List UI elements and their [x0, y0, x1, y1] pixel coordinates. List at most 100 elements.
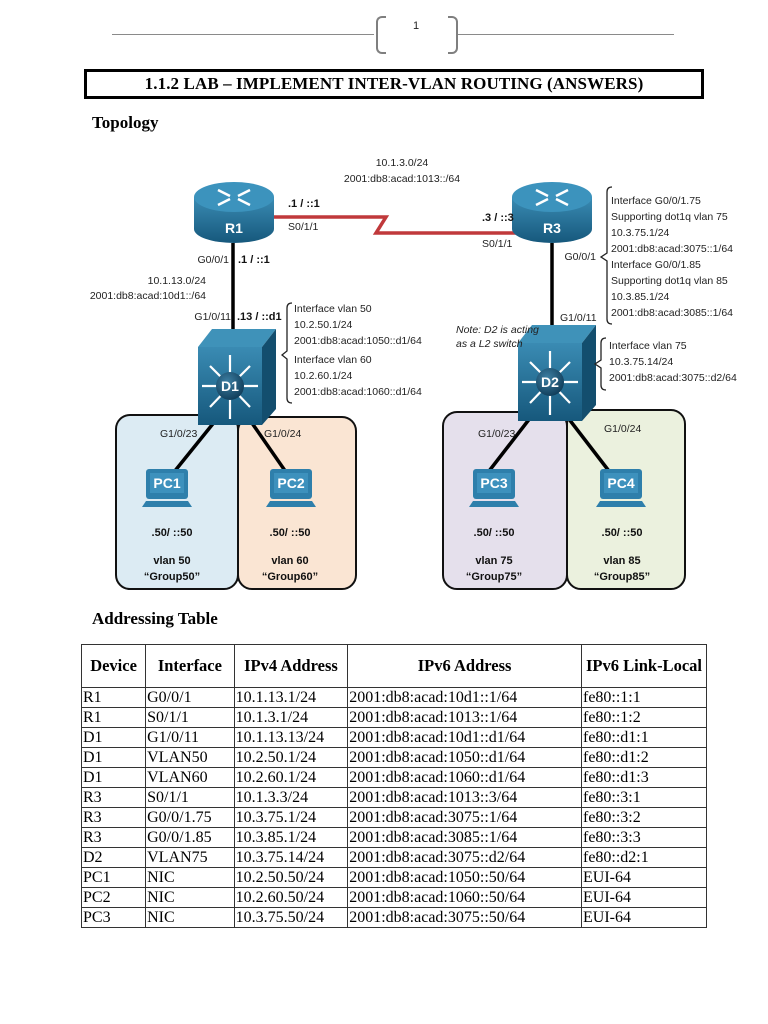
router-r1[interactable]: R1 — [194, 182, 274, 243]
cell-link-local: fe80::d1:3 — [580, 767, 708, 788]
pc2-label: PC2 — [277, 475, 304, 491]
cell-ipv6: 2001:db8:acad:1060::d1/64 — [347, 767, 582, 788]
svg-text:.50/ ::50: .50/ ::50 — [602, 527, 643, 539]
cell-device: R3 — [80, 807, 147, 828]
router-r3[interactable]: R3 — [512, 182, 592, 243]
r3-info-bracket — [599, 186, 613, 325]
cell-ipv6: 2001:db8:acad:3085::1/64 — [347, 827, 582, 848]
cell-link-local: fe80::d1:2 — [580, 747, 708, 768]
pc4-label: PC4 — [607, 475, 634, 491]
pc3[interactable]: PC3 — [469, 469, 519, 507]
d2-note-line1: Note: D2 is acting — [456, 324, 539, 336]
cell-interface: NIC — [145, 907, 235, 928]
cell-ipv4: 10.3.85.1/24 — [233, 827, 349, 848]
cell-ipv4: 10.1.13.13/24 — [233, 727, 349, 748]
cell-interface: G0/0/1.75 — [145, 807, 235, 828]
cell-device: R1 — [80, 687, 147, 708]
pc2-info: .50/ ::50 vlan 60 “Group60” — [262, 527, 318, 583]
svg-text:2001:db8:acad:1050::d1/64: 2001:db8:acad:1050::d1/64 — [294, 335, 422, 347]
cell-link-local: fe80::d2:1 — [580, 847, 708, 868]
d2-g1023-port: G1/0/23 — [478, 428, 516, 440]
svg-text:Supporting dot1q vlan 75: Supporting dot1q vlan 75 — [611, 211, 728, 223]
r3-label: R3 — [543, 220, 561, 236]
r3-info: Interface G0/0/1.75 Supporting dot1q vla… — [611, 195, 733, 319]
svg-text:“Group60”: “Group60” — [262, 571, 318, 583]
switch-d1[interactable]: D1 — [198, 329, 276, 425]
pc1-info: .50/ ::50 vlan 50 “Group50” — [144, 527, 200, 583]
cell-interface: S0/1/1 — [145, 707, 235, 728]
r1-s011-port: S0/1/1 — [288, 221, 319, 233]
cell-ipv6: 2001:db8:acad:3075::1/64 — [347, 807, 582, 828]
cell-interface: NIC — [145, 867, 235, 888]
pc2[interactable]: PC2 — [266, 469, 316, 507]
addressing-heading: Addressing Table — [92, 609, 218, 628]
cell-link-local: fe80::3:2 — [580, 807, 708, 828]
cell-ipv6: 2001:db8:acad:3075::50/64 — [347, 907, 582, 928]
d1-g1024-port: G1/0/24 — [264, 428, 302, 440]
addressing-table: Device Interface IPv4 Address IPv6 Addre… — [80, 644, 708, 928]
pc1[interactable]: PC1 — [142, 469, 192, 507]
svg-text:Interface G0/0/1.85: Interface G0/0/1.85 — [611, 259, 701, 271]
cell-interface: G0/0/1.85 — [145, 827, 235, 848]
svg-text:Supporting dot1q vlan 85: Supporting dot1q vlan 85 — [611, 275, 728, 287]
cell-device: R1 — [80, 707, 147, 728]
r1-d1-net-ipv4: 10.1.13.0/24 — [148, 275, 207, 287]
serial-link-r1-r3 — [268, 215, 520, 235]
svg-text:Interface vlan 75: Interface vlan 75 — [609, 340, 687, 352]
svg-text:.50/ ::50: .50/ ::50 — [474, 527, 515, 539]
pc4[interactable]: PC4 — [596, 469, 646, 507]
cell-ipv6: 2001:db8:acad:1013::3/64 — [347, 787, 582, 808]
cell-device: R3 — [80, 827, 147, 848]
topology-heading: Topology — [92, 113, 159, 132]
svg-text:.50/ ::50: .50/ ::50 — [270, 527, 311, 539]
router-arrows-icon — [535, 188, 569, 207]
cell-device: D2 — [80, 847, 147, 868]
cell-ipv4: 10.1.3.3/24 — [233, 787, 349, 808]
r3-g001-port: G0/0/1 — [564, 251, 596, 263]
switch-d2[interactable]: D2 — [518, 325, 596, 421]
r1-s011-addr: .1 / ::1 — [288, 198, 320, 210]
page-number-bracket-right — [448, 16, 458, 54]
d2-label: D2 — [541, 374, 559, 390]
cell-ipv4: 10.3.75.1/24 — [233, 807, 349, 828]
svg-text:vlan 50: vlan 50 — [153, 555, 190, 567]
cell-link-local: fe80::3:1 — [580, 787, 708, 808]
page-number: 1 — [412, 20, 420, 32]
cell-interface: VLAN60 — [145, 767, 235, 788]
cell-link-local: fe80::1:1 — [580, 687, 708, 708]
svg-text:10.2.50.1/24: 10.2.50.1/24 — [294, 319, 353, 331]
cell-ipv6: 2001:db8:acad:1060::50/64 — [347, 887, 582, 908]
svg-text:vlan 85: vlan 85 — [603, 555, 640, 567]
cell-ipv4: 10.1.3.1/24 — [233, 707, 349, 728]
topology-diagram: R1 R3 D1 — [90, 157, 737, 590]
cell-ipv4: 10.2.50.50/24 — [233, 867, 349, 888]
cell-interface: NIC — [145, 887, 235, 908]
svg-text:2001:db8:acad:3075::d2/64: 2001:db8:acad:3075::d2/64 — [609, 372, 737, 384]
cell-interface: VLAN50 — [145, 747, 235, 768]
cell-device: PC3 — [80, 907, 147, 928]
r3-s011-port: S0/1/1 — [482, 238, 513, 250]
svg-text:Interface G0/0/1.75: Interface G0/0/1.75 — [611, 195, 701, 207]
cell-device: PC2 — [80, 887, 147, 908]
svg-text:vlan 60: vlan 60 — [271, 555, 308, 567]
svg-text:Interface vlan 60: Interface vlan 60 — [294, 354, 372, 366]
cell-ipv4: 10.2.60.50/24 — [233, 887, 349, 908]
cell-device: D1 — [80, 747, 147, 768]
cell-ipv6: 2001:db8:acad:3075::d2/64 — [347, 847, 582, 868]
cell-link-local: EUI-64 — [580, 907, 708, 928]
r1-g001-addr: .1 / ::1 — [238, 254, 270, 266]
cell-ipv4: 10.2.50.1/24 — [233, 747, 349, 768]
header-link-local: IPv6 Link-Local — [580, 644, 708, 688]
cell-ipv4: 10.3.75.50/24 — [233, 907, 349, 928]
svg-text:2001:db8:acad:3075::1/64: 2001:db8:acad:3075::1/64 — [611, 243, 733, 255]
r1-d1-net-ipv6: 2001:db8:acad:10d1::/64 — [90, 290, 206, 302]
cell-ipv6: 2001:db8:acad:1050::d1/64 — [347, 747, 582, 768]
pc4-info: .50/ ::50 vlan 85 “Group85” — [594, 527, 650, 583]
svg-text:10.3.85.1/24: 10.3.85.1/24 — [611, 291, 670, 303]
